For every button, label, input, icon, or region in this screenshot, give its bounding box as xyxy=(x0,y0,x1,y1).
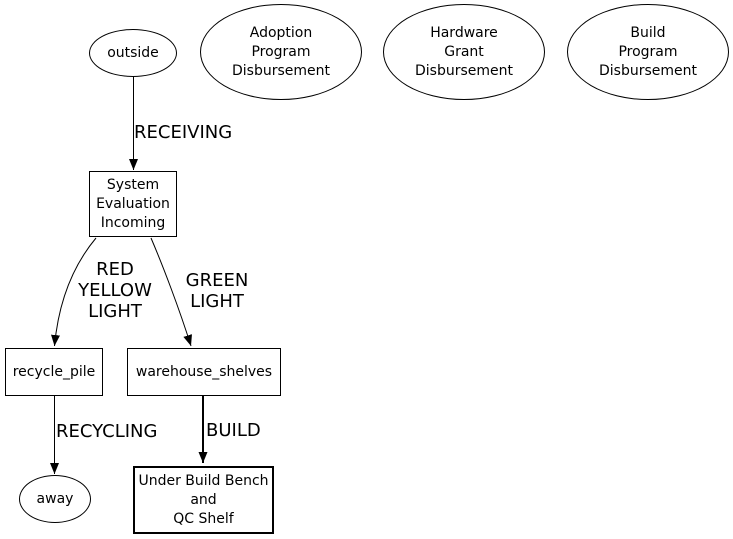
node-warehouse-shelves: warehouse_shelves xyxy=(127,348,281,396)
node-system-evaluation-incoming: System Evaluation Incoming xyxy=(89,171,177,237)
edge-label-build: BUILD xyxy=(206,420,261,441)
node-recycle-pile: recycle_pile xyxy=(5,348,103,396)
node-under-build-bench: Under Build Bench and QC Shelf xyxy=(133,466,274,534)
node-outside: outside xyxy=(89,29,177,77)
edge-label-red-yellow-light: RED YELLOW LIGHT xyxy=(78,259,152,322)
node-away: away xyxy=(19,475,91,523)
edge-label-recycling: RECYCLING xyxy=(56,421,158,442)
node-build-program-disbursement: Build Program Disbursement xyxy=(567,4,729,100)
edge-label-receiving: RECEIVING xyxy=(134,122,233,143)
edge-label-green-light: GREEN LIGHT xyxy=(185,270,249,312)
node-adoption-program-disbursement: Adoption Program Disbursement xyxy=(200,4,362,100)
node-hardware-grant-disbursement: Hardware Grant Disbursement xyxy=(383,4,545,100)
